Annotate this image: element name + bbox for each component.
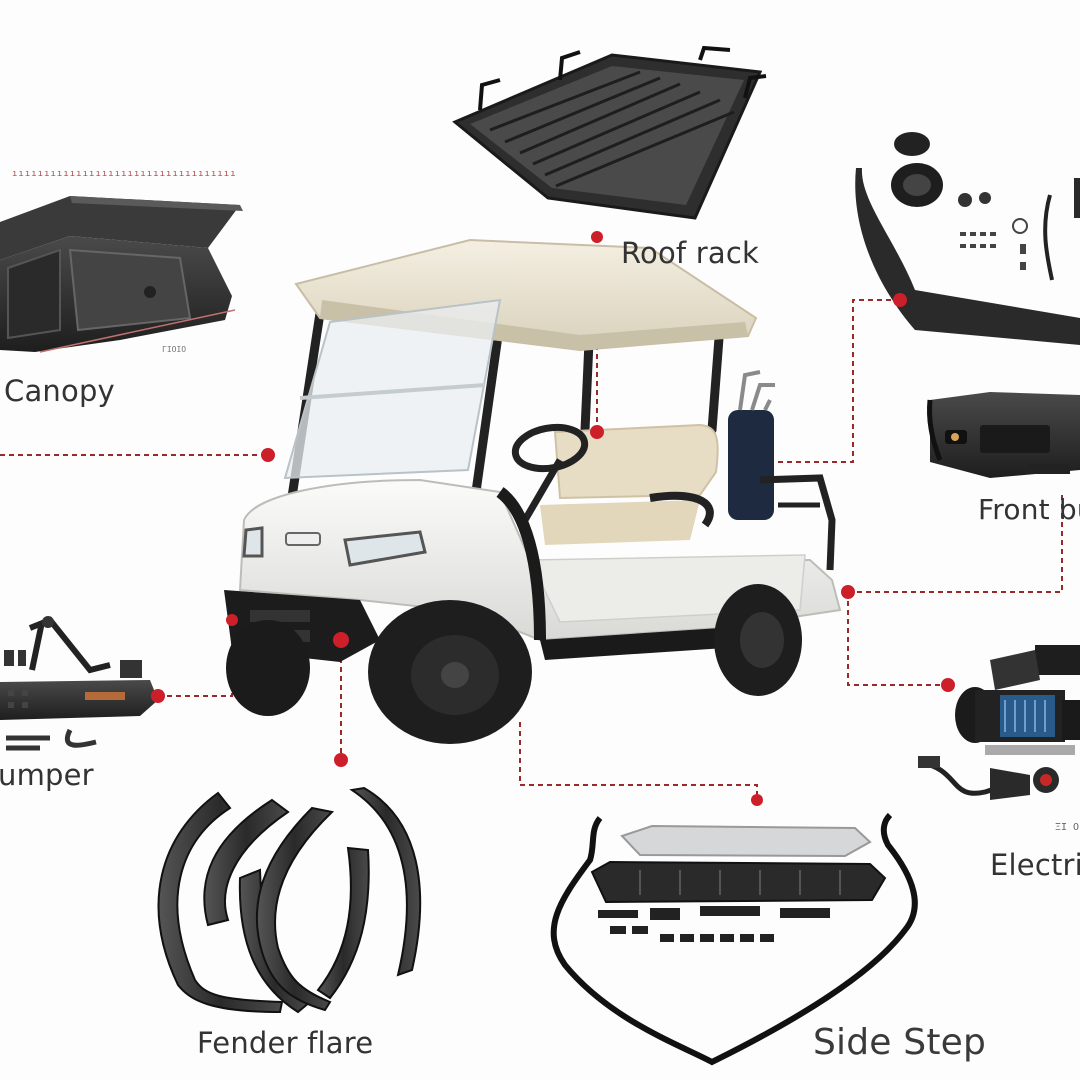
- label-rear-bumper: umper: [0, 758, 94, 792]
- golf-cart: [224, 238, 842, 744]
- roof-rack-part: [452, 45, 767, 220]
- svg-text:ΞΙ ΟΙ: ΞΙ ΟΙ: [1055, 822, 1080, 833]
- svg-text:ıııııııııııııııııııııııııııııı: ııııııııııııııııııııııııııııııııııı: [12, 169, 237, 179]
- snorkel-part: [855, 132, 1080, 345]
- marker-fender-flare-cart: [333, 632, 349, 648]
- marker-roof-rack-seat: [590, 425, 604, 439]
- marker-rear-bumper-cart: [226, 614, 238, 626]
- front-bumper-part: [927, 392, 1080, 478]
- leader-rear-bumper: [158, 620, 233, 697]
- label-electric-winch: Electric: [990, 848, 1080, 882]
- marker-front-bumper: [841, 585, 855, 599]
- svg-text:ΓΙΟΙΟ: ΓΙΟΙΟ: [162, 345, 186, 354]
- fender-flare-part: [157, 786, 422, 1014]
- marker-roof-rack-top: [591, 231, 603, 243]
- rear-bumper-part: [0, 616, 158, 751]
- label-canopy: Canopy: [4, 374, 115, 408]
- leader-side-step: [519, 722, 758, 800]
- marker-rear-bumper: [151, 689, 165, 703]
- marker-canopy: [261, 448, 275, 462]
- golf-bag: [728, 370, 775, 520]
- label-fender-flare: Fender flare: [197, 1026, 374, 1060]
- canopy-part: ııııııııııııııııııııııııııııııııııı ΓΙΟΙ…: [0, 169, 243, 354]
- leader-winch: [847, 592, 948, 686]
- label-front-bumper: Front bu: [978, 493, 1080, 526]
- label-roof-rack: Roof rack: [621, 236, 759, 270]
- electric-winch-part: ΞΙ ΟΙ: [918, 645, 1080, 833]
- side-step-part: [550, 812, 918, 1066]
- marker-side-step: [751, 794, 763, 806]
- marker-winch: [941, 678, 955, 692]
- marker-snorkel: [893, 293, 907, 307]
- label-side-step: Side Step: [813, 1022, 987, 1063]
- markers: [151, 231, 955, 806]
- marker-fender-flare: [334, 753, 348, 767]
- leader-snorkel: [778, 299, 900, 463]
